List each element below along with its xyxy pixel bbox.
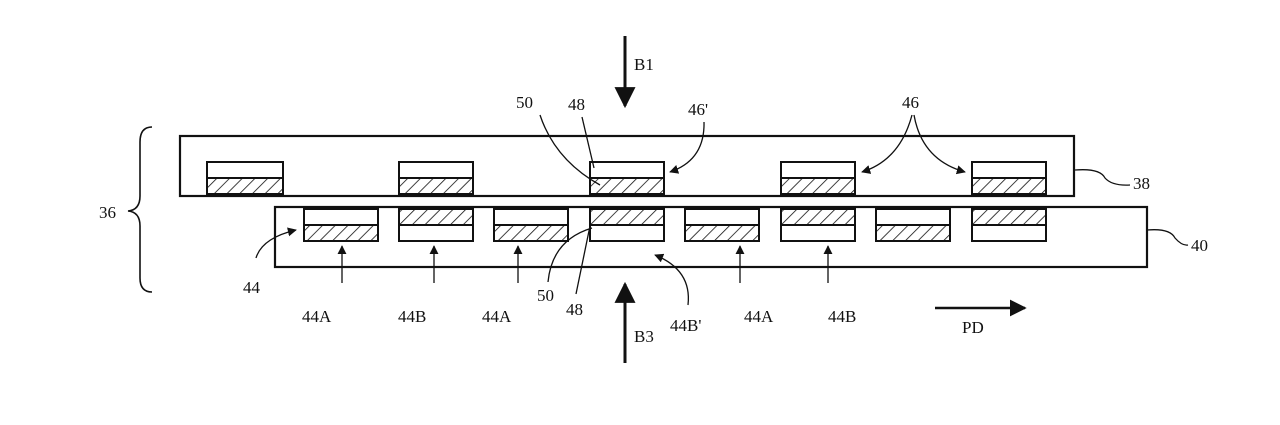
leader-46-b (913, 114, 966, 175)
lower-cells (303, 208, 1047, 242)
label-lower-array: 44 (243, 278, 261, 297)
label-b3: B3 (634, 327, 654, 346)
label-upper-marked: 46' (688, 100, 708, 119)
upper-cell-5-hatch (971, 177, 1047, 195)
leader-44 (255, 227, 297, 259)
leader-46-a (861, 114, 913, 174)
label-direction: PD (962, 318, 984, 337)
upper-cell-3-hatch (589, 177, 665, 195)
label-upper-plate: 38 (1133, 174, 1150, 193)
label-lower-cell-3: 44A (482, 307, 512, 326)
label-48-top: 48 (568, 95, 585, 114)
lower-cell-5-hatch (684, 224, 760, 242)
upper-cell-4-hatch (780, 177, 856, 195)
leader-lines (255, 114, 1189, 306)
leader-50-top (539, 114, 601, 186)
lower-cell-2-hatch (398, 208, 474, 226)
leader-48-bottom (575, 225, 591, 295)
label-50-top: 50 (516, 93, 533, 112)
label-b1: B1 (634, 55, 654, 74)
leader-38 (1074, 169, 1131, 186)
leader-48-top (581, 116, 595, 169)
leader-50-bottom (547, 227, 593, 283)
upper-cell-2-hatch (398, 177, 474, 195)
lower-cell-1-hatch (303, 224, 379, 242)
label-50-bottom: 50 (537, 286, 554, 305)
lower-cell-8-hatch (971, 208, 1047, 226)
label-lower-cell-2: 44B (398, 307, 426, 326)
lower-cell-4-hatch (589, 208, 665, 226)
label-lower-cell-6: 44B (828, 307, 856, 326)
label-lower-cell-4: 44B' (670, 316, 701, 335)
label-upper-array: 46 (902, 93, 919, 112)
label-lower-cell-1: 44A (302, 307, 332, 326)
lower-cell-6-hatch (780, 208, 856, 226)
label-assembly: 36 (99, 203, 116, 222)
label-lower-plate: 40 (1191, 236, 1208, 255)
label-48-bottom: 48 (566, 300, 583, 319)
leader-44b-prime (654, 253, 690, 306)
upper-cell-1-hatch (206, 177, 284, 195)
assembly-brace (127, 126, 153, 293)
leader-46-prime (669, 121, 705, 174)
leader-40 (1146, 229, 1189, 246)
label-lower-cell-5: 44A (744, 307, 774, 326)
lower-cell-7-hatch (875, 224, 951, 242)
upper-cells (206, 161, 1047, 195)
lower-cell-3-hatch (493, 224, 569, 242)
